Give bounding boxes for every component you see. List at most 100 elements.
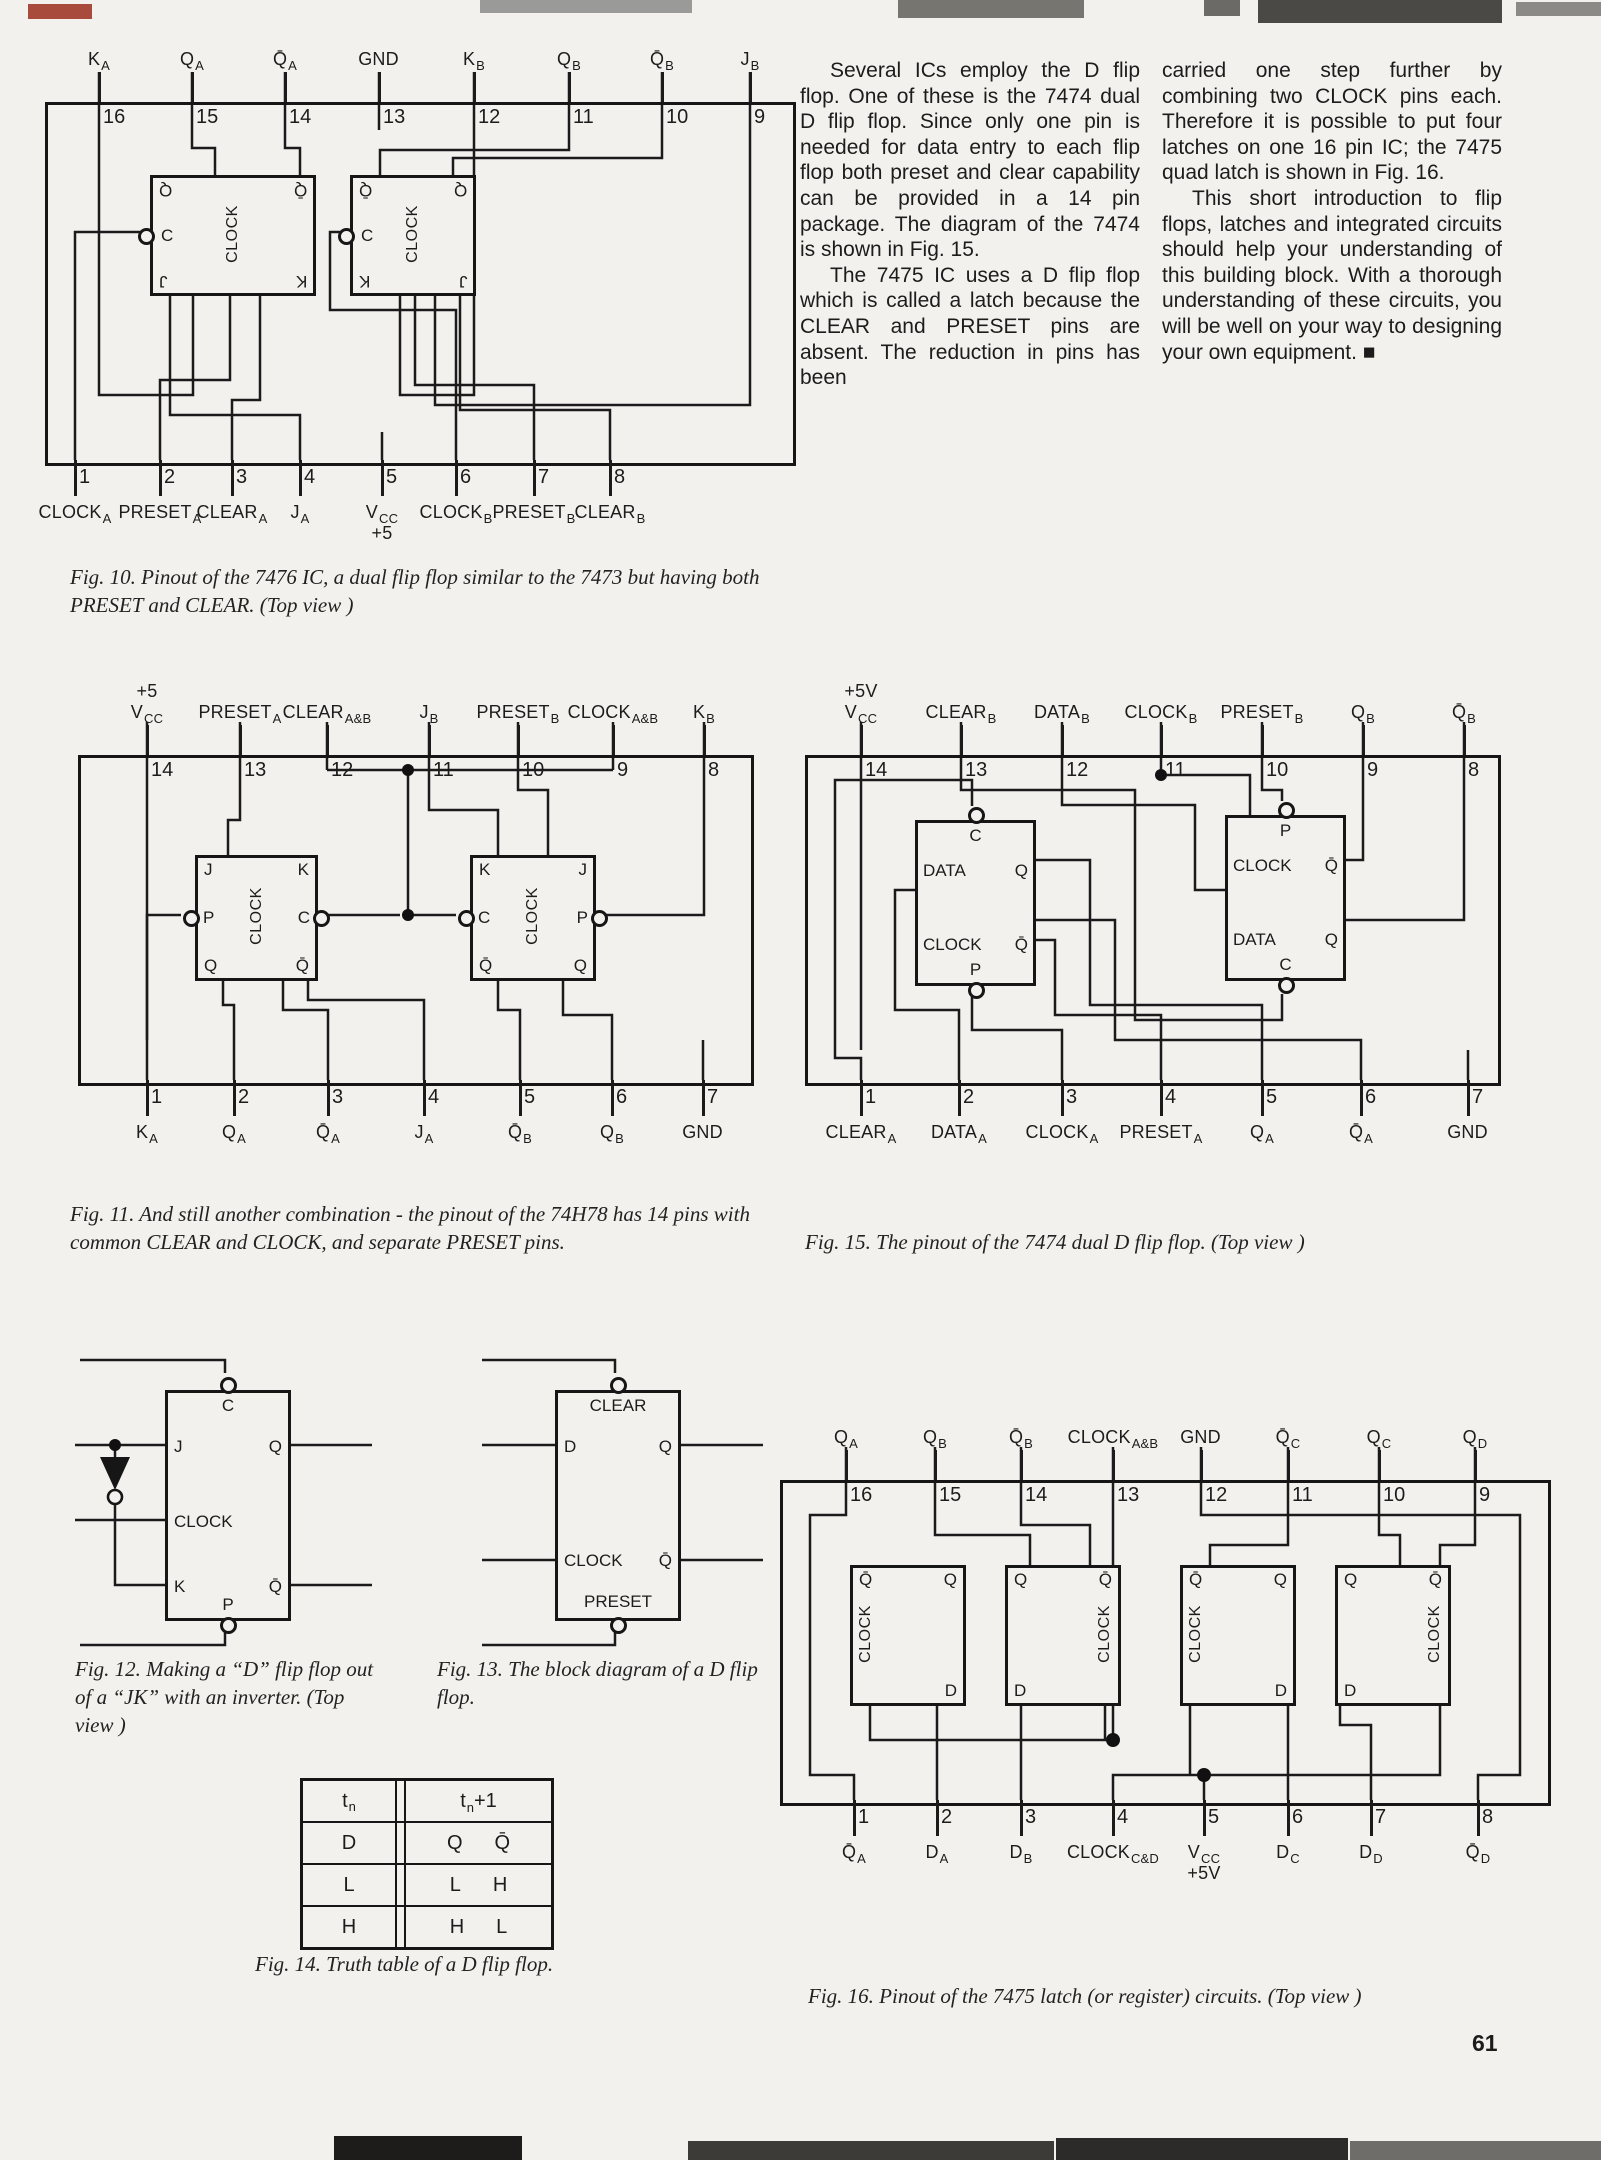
print-artifact [28, 4, 92, 19]
block-pin-label: Q [1273, 1570, 1287, 1589]
block-pin-label: J [174, 1437, 183, 1456]
pin-label: Q̄A [272, 49, 298, 73]
pin-number: 8 [1468, 759, 1480, 781]
pin-label: Q̄B [649, 49, 675, 73]
circuit-wires [145, 722, 706, 1080]
inversion-bubble [1277, 977, 1295, 994]
pin-label: Q̄B [1451, 702, 1477, 726]
paragraph: Several ICs employ the D flip flop. One … [800, 59, 1140, 262]
block-pin-label: Q̄ [295, 956, 309, 975]
pin-number: 5 [524, 1086, 536, 1108]
pin-label: PRESETA [198, 702, 282, 726]
pin-number: 9 [754, 106, 766, 128]
pin-number: 9 [1479, 1484, 1491, 1506]
block-pin-label: Q̄ [479, 956, 493, 975]
block-clock-label: CLOCK [1187, 1604, 1204, 1663]
block-pin-label: C [361, 225, 374, 245]
jk-flipflop-block: C J Q CLOCK K Q̄ P [165, 1377, 291, 1634]
pin-number: 3 [236, 466, 248, 488]
pin-label: CLEARB [925, 702, 997, 726]
pin-label: QD [1462, 1427, 1488, 1451]
pin-label: CLOCKA&B [567, 702, 659, 726]
block-pin-label: Q [204, 956, 218, 975]
block-pin-label: Q [268, 1437, 282, 1456]
inversion-bubble [610, 1617, 627, 1634]
pin-number: 11 [573, 106, 594, 128]
block-pin-label: Q̄ [1428, 1570, 1442, 1589]
block-pin-label: D [1014, 1681, 1027, 1700]
pin-label: JB [740, 49, 760, 73]
pin-label: QC [1366, 1427, 1392, 1451]
pin-label: DC [1276, 1842, 1300, 1866]
pin-label: PRESETB [476, 702, 560, 726]
pin-number: 5 [1208, 1806, 1220, 1828]
pin-label: QB [1350, 702, 1376, 726]
pin-number: 12 [478, 106, 501, 128]
pin-number: 1 [865, 1086, 877, 1108]
block-pin-label: Q̄ [1098, 1570, 1112, 1589]
pin-label: Q̄A [315, 1122, 341, 1146]
pin-label: KB [692, 702, 716, 726]
latch-block-1: Q̄ Q CLOCK D [850, 1565, 966, 1706]
block-pin-label: DATA [1233, 930, 1276, 949]
print-artifact [898, 0, 1084, 18]
block-pin-label: CLEAR [589, 1396, 647, 1415]
pin-number: 13 [244, 759, 267, 781]
pin-label: CLEARA [825, 1122, 897, 1146]
pin-number: 1 [858, 1806, 870, 1828]
fig14-caption: Fig. 14. Truth table of a D flip flop. [255, 1952, 554, 1976]
pin-label: DATAB [1033, 702, 1090, 726]
print-artifact [334, 2136, 522, 2160]
pin-number: 14 [151, 759, 174, 781]
pin-number: 7 [707, 1086, 719, 1108]
paragraph: This short introduction to flip flops, l… [1162, 186, 1502, 364]
ic-package-outline [78, 755, 754, 1086]
block-pin-label: Q̄ [359, 181, 373, 200]
block-pin-label: Q̄ [268, 1577, 282, 1596]
block-pin-label: C [221, 1396, 235, 1415]
dflipflop-block-b: P CLOCK Q̄ DATA Q C [1225, 802, 1346, 994]
pin-label: DATAA [930, 1122, 987, 1146]
ic-package-outline [805, 755, 1501, 1086]
pin-number: 16 [103, 106, 126, 128]
fig15-caption: Fig. 15. The pinout of the 7474 dual D f… [805, 1230, 1305, 1254]
block-pin-label: J [204, 860, 213, 879]
pin-label: QA [179, 49, 205, 73]
inversion-bubble [183, 910, 200, 927]
pin-label: Q̄D [1465, 1842, 1491, 1866]
block-pin-label: Q [1344, 1570, 1358, 1589]
pin-number: 6 [460, 466, 472, 488]
circuit-wires [482, 1358, 763, 1647]
ic-package-outline [780, 1480, 1551, 1806]
pin-label: QB [599, 1122, 625, 1146]
pin-label: CLOCKA [38, 502, 112, 526]
pin-number: 15 [196, 106, 219, 128]
inversion-bubble [220, 1377, 237, 1394]
table-divider [397, 1865, 406, 1905]
block-pin-label: PRESET [583, 1592, 653, 1611]
table-divider [397, 1823, 406, 1863]
pin-label: KA [135, 1122, 159, 1146]
fig13-caption: Fig. 13. The block diagram of a D flip f… [437, 1657, 758, 1709]
latch-block-4: Q Q̄ CLOCK D [1335, 1565, 1451, 1706]
pin-number: 15 [939, 1484, 962, 1506]
print-artifact [1350, 2141, 1601, 2160]
block-pin-label: P [203, 908, 215, 927]
inversion-bubble [1277, 802, 1295, 819]
block-pin-label: K [295, 272, 307, 291]
pin-label: GND [1447, 1122, 1488, 1142]
paragraph: carried one step further by combining tw… [1162, 59, 1502, 185]
block-pin-label: Q̄ [1324, 856, 1338, 875]
pin-label: DD [1359, 1842, 1383, 1866]
pin-number: 3 [332, 1086, 344, 1108]
pin-label: CLEARA [196, 502, 268, 526]
pin-label: CLEARB [574, 502, 646, 526]
pin-number: 10 [1266, 759, 1289, 781]
block-pin-label: K [479, 860, 491, 879]
